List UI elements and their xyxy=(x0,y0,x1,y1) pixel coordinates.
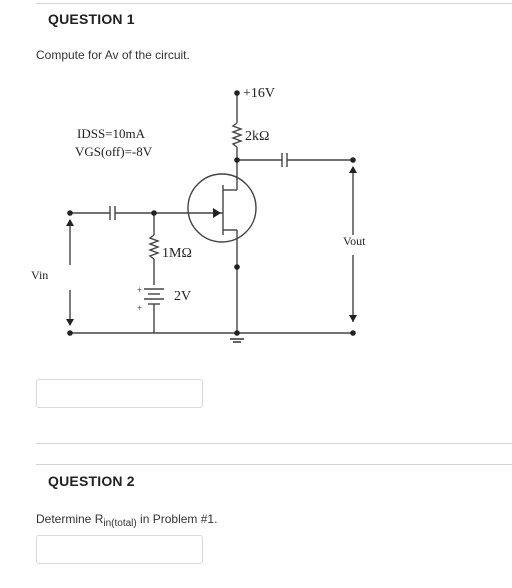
rg-label: 1MΩ xyxy=(162,246,192,261)
vdd-label: +16V xyxy=(243,86,275,101)
question-2-answer-input[interactable] xyxy=(36,535,203,564)
question-2-prompt: Determine Rin(total) in Problem #1. xyxy=(36,512,217,529)
question-1-title: QUESTION 1 xyxy=(48,11,135,27)
svg-text:+: + xyxy=(137,285,142,295)
vgg-label: 2V xyxy=(174,289,191,304)
vgs-off-label: VGS(off)=-8V xyxy=(75,144,153,159)
question-2-sub: in(total) xyxy=(103,518,137,529)
circuit-diagram: +16V 2kΩ IDSS=10mA VGS(off)=-8V 1MΩ 2V +… xyxy=(31,86,366,343)
idss-label: IDSS=10mA xyxy=(77,126,146,141)
question-2-prefix: Determine R xyxy=(36,512,104,526)
vin-label: Vin xyxy=(31,268,48,282)
vout-label: Vout xyxy=(343,234,366,248)
question-1-prompt: Compute for Av of the circuit. xyxy=(36,48,190,62)
mid-divider-2 xyxy=(36,464,512,465)
mid-divider-1 xyxy=(36,443,512,444)
question-2-title: QUESTION 2 xyxy=(48,473,135,489)
svg-text:+: + xyxy=(137,303,142,313)
rd-label: 2kΩ xyxy=(245,129,269,144)
question-2-suffix: in Problem #1. xyxy=(136,512,218,526)
question-1-answer-input[interactable] xyxy=(36,379,203,408)
top-divider xyxy=(36,3,512,4)
